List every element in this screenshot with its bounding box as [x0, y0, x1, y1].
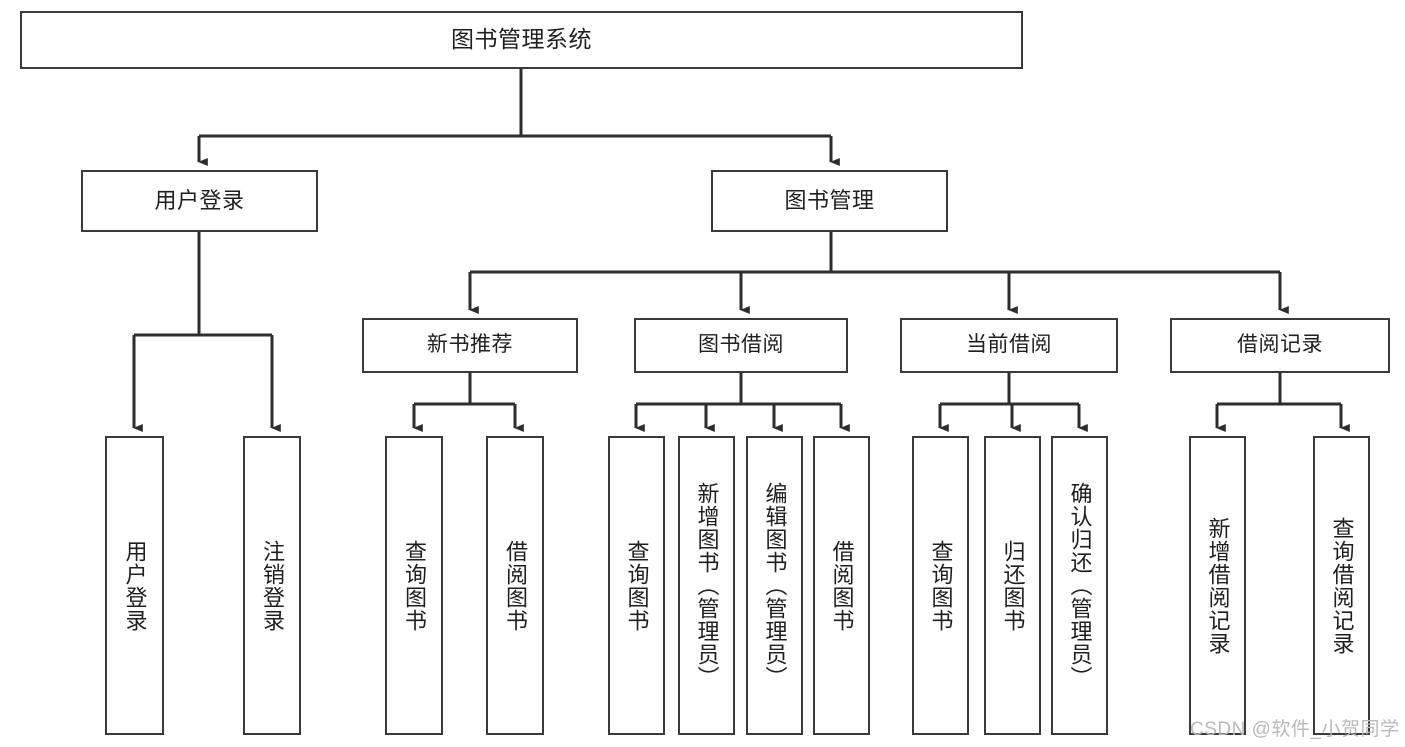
leaf-record-query-record-label: 查询借阅记录 — [1329, 516, 1355, 655]
leaf-borrow-borrow-book-label: 借阅图书 — [829, 539, 855, 632]
node-book-borrow-label: 图书借阅 — [698, 333, 784, 357]
node-borrow-record[interactable]: 借阅记录 — [1170, 318, 1390, 373]
node-borrow-record-label: 借阅记录 — [1237, 333, 1323, 357]
leaf-user-login[interactable]: 用户登录 — [105, 436, 164, 735]
leaf-user-logout[interactable]: 注销登录 — [243, 436, 301, 735]
node-current-borrow[interactable]: 当前借阅 — [900, 318, 1118, 373]
leaf-newbook-query-book[interactable]: 查询图书 — [385, 436, 443, 735]
leaf-record-add-record[interactable]: 新增借阅记录 — [1189, 436, 1246, 735]
node-user-login-label: 用户登录 — [154, 187, 245, 213]
leaf-borrow-borrow-book[interactable]: 借阅图书 — [813, 436, 870, 735]
leaf-user-login-label: 用户登录 — [122, 539, 148, 632]
node-new-book-recommend-label: 新书推荐 — [427, 333, 513, 357]
node-new-book-recommend[interactable]: 新书推荐 — [362, 318, 578, 373]
leaf-borrow-query-book[interactable]: 查询图书 — [608, 436, 665, 735]
leaf-borrow-edit-book[interactable]: 编辑图书（管理员） — [746, 436, 803, 735]
leaf-record-query-record[interactable]: 查询借阅记录 — [1313, 436, 1370, 735]
leaf-newbook-query-book-label: 查询图书 — [401, 539, 427, 632]
node-current-borrow-label: 当前借阅 — [966, 333, 1052, 357]
leaf-current-query-book[interactable]: 查询图书 — [912, 436, 969, 735]
leaf-current-query-book-label: 查询图书 — [928, 539, 954, 632]
node-book-borrow[interactable]: 图书借阅 — [634, 318, 848, 373]
node-book-management[interactable]: 图书管理 — [711, 170, 948, 232]
leaf-user-logout-label: 注销登录 — [259, 539, 285, 632]
leaf-borrow-edit-book-label: 编辑图书（管理员） — [762, 482, 788, 689]
node-user-login[interactable]: 用户登录 — [81, 170, 318, 232]
leaf-current-confirm-return[interactable]: 确认归还（管理员） — [1051, 436, 1108, 735]
leaf-newbook-borrow-book-label: 借阅图书 — [502, 539, 528, 632]
node-book-management-label: 图书管理 — [784, 187, 875, 213]
node-root[interactable]: 图书管理系统 — [20, 11, 1023, 69]
node-root-label: 图书管理系统 — [451, 26, 592, 53]
watermark: CSDN @软件_小贺同学 — [1190, 719, 1400, 740]
leaf-current-confirm-return-label: 确认归还（管理员） — [1067, 482, 1093, 689]
leaf-newbook-borrow-book[interactable]: 借阅图书 — [486, 436, 544, 735]
leaf-borrow-add-book-label: 新增图书（管理员） — [694, 482, 720, 689]
leaf-current-return-book[interactable]: 归还图书 — [984, 436, 1041, 735]
leaf-record-add-record-label: 新增借阅记录 — [1205, 516, 1231, 655]
leaf-borrow-query-book-label: 查询图书 — [624, 539, 650, 632]
leaf-current-return-book-label: 归还图书 — [1000, 539, 1026, 632]
leaf-borrow-add-book[interactable]: 新增图书（管理员） — [678, 436, 735, 735]
